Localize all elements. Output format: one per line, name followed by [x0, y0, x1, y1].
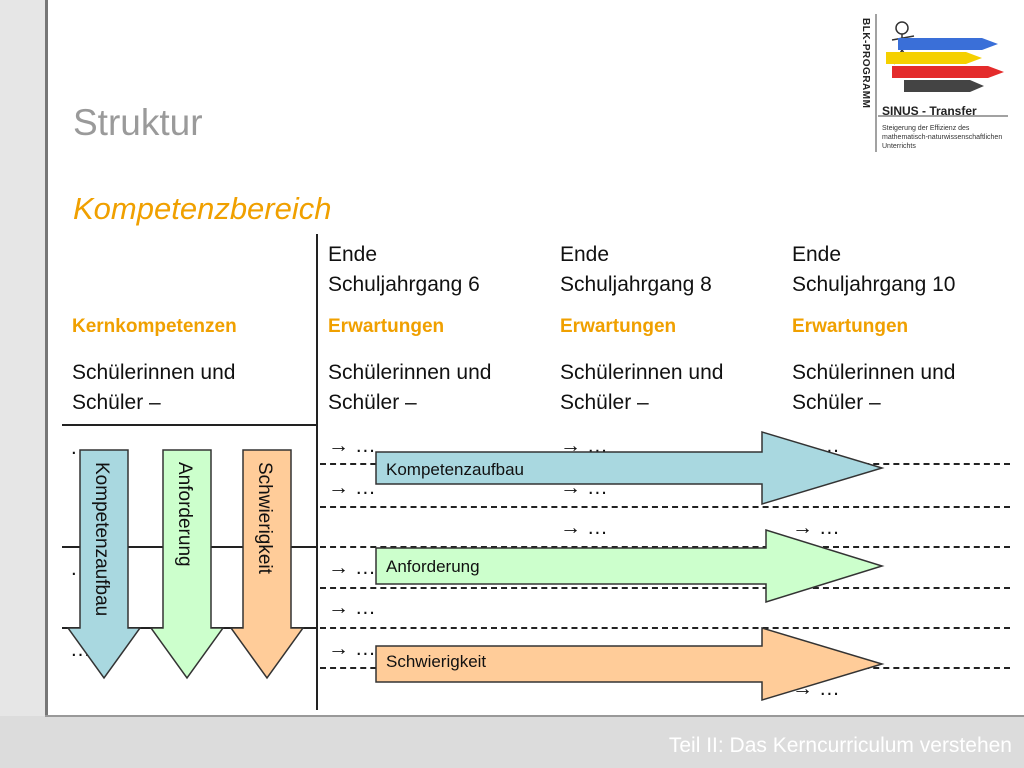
dashed-row-line — [320, 627, 1010, 629]
kompetenzaufbau-down-arrow — [66, 449, 142, 680]
expectation-item: → … — [328, 476, 376, 499]
logo-program-text: BLK-PROGRAMM — [860, 18, 871, 109]
table-vertical-divider — [316, 234, 318, 710]
erwartungen-label-10: Erwartungen — [792, 316, 909, 337]
anforderung-horizontal-label: Anforderung — [386, 557, 480, 576]
table-row-divider — [62, 424, 316, 426]
intro-8: Schülerinnen und Schüler – — [560, 361, 724, 414]
kompetenzaufbau-horizontal-label: Kompetenzaufbau — [386, 460, 524, 479]
schwierigkeit-right-arrow — [375, 626, 885, 702]
expectation-item: → … — [328, 434, 376, 457]
footer-text: Teil II: Das Kerncurriculum verstehen — [668, 734, 1012, 757]
schwierigkeit-horizontal-label: Schwierigkeit — [386, 652, 487, 671]
erwartungen-label-8: Erwartungen — [560, 316, 677, 337]
dashed-row-line — [320, 506, 1010, 508]
erwartungen-label-6: Erwartungen — [328, 316, 445, 337]
schwierigkeit-vertical-label: Schwierigkeit — [254, 462, 275, 574]
kompetenzaufbau-vertical-label: Kompetenzaufbau — [91, 462, 112, 617]
logo-description: Steigerung der Effizienz des mathematisc… — [882, 125, 1003, 150]
expectation-item: → … — [328, 637, 376, 660]
kernkompetenzen-label: Kernkompetenzen — [72, 316, 237, 337]
left-strip — [0, 0, 45, 768]
slide-subtitle: Kompetenzbereich — [73, 191, 332, 226]
dashed-row-line — [320, 587, 1010, 589]
anforderung-right-arrow — [375, 528, 885, 604]
left-divider — [45, 0, 48, 716]
dashed-row-line — [320, 546, 1010, 548]
anforderung-vertical-label: Anforderung — [174, 462, 195, 567]
schwierigkeit-down-arrow — [229, 449, 305, 680]
first-col-intro: Schülerinnen und Schüler – — [72, 361, 236, 414]
slide-title: Struktur — [73, 102, 203, 143]
expectation-item: → … — [328, 596, 376, 619]
kompetenzaufbau-right-arrow — [375, 430, 885, 506]
footer-bar — [0, 716, 1024, 768]
logo-name: SINUS - Transfer — [882, 104, 977, 118]
column-header-8: Ende Schuljahrgang 8 — [560, 243, 712, 296]
expectation-item: → … — [792, 516, 840, 539]
footer-divider — [45, 715, 1024, 717]
expectation-item: → … — [560, 516, 608, 539]
column-header-6: Ende Schuljahrgang 6 — [328, 243, 480, 296]
expectation-item: → … — [328, 556, 376, 579]
intro-6: Schülerinnen und Schüler – — [328, 361, 492, 414]
column-header-10: Ende Schuljahrgang 10 — [792, 243, 956, 296]
intro-10: Schülerinnen und Schüler – — [792, 361, 956, 414]
anforderung-down-arrow — [149, 449, 225, 680]
blk-sinus-logo — [875, 14, 1008, 152]
